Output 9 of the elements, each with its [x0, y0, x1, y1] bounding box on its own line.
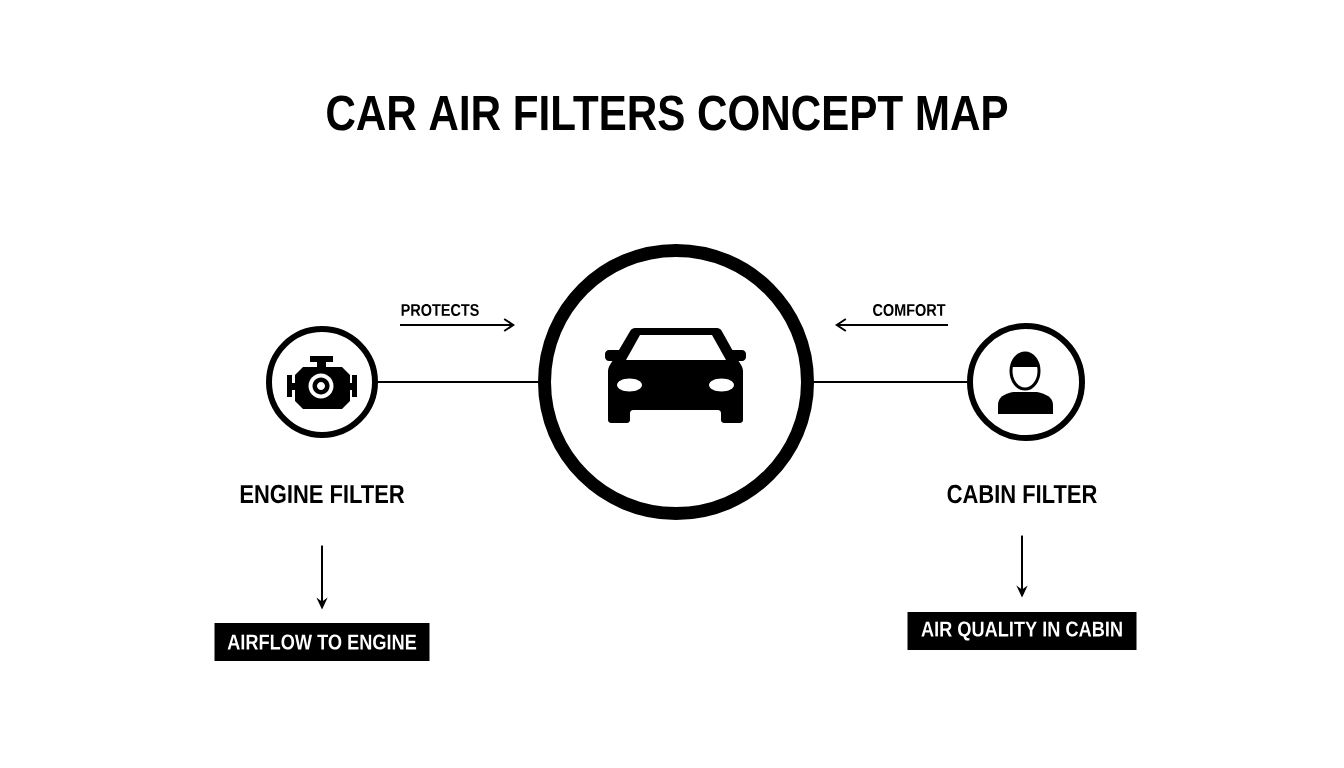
- node-heading: CABIN FILTER: [947, 484, 1097, 504]
- edge-label: PROTECTS: [398, 302, 482, 319]
- title: CAR AIR FILTERS CONCEPT MAP: [327, 95, 1008, 131]
- outcome-box: AIRFLOW TO ENGINE: [214, 623, 430, 661]
- outcome-box: AIR QUALITY IN CABIN: [907, 612, 1137, 650]
- connector-line: [813, 381, 968, 383]
- node-heading: ENGINE FILTER: [240, 484, 405, 504]
- edge-label: COMFORT: [870, 302, 948, 319]
- connector-line: [377, 381, 539, 383]
